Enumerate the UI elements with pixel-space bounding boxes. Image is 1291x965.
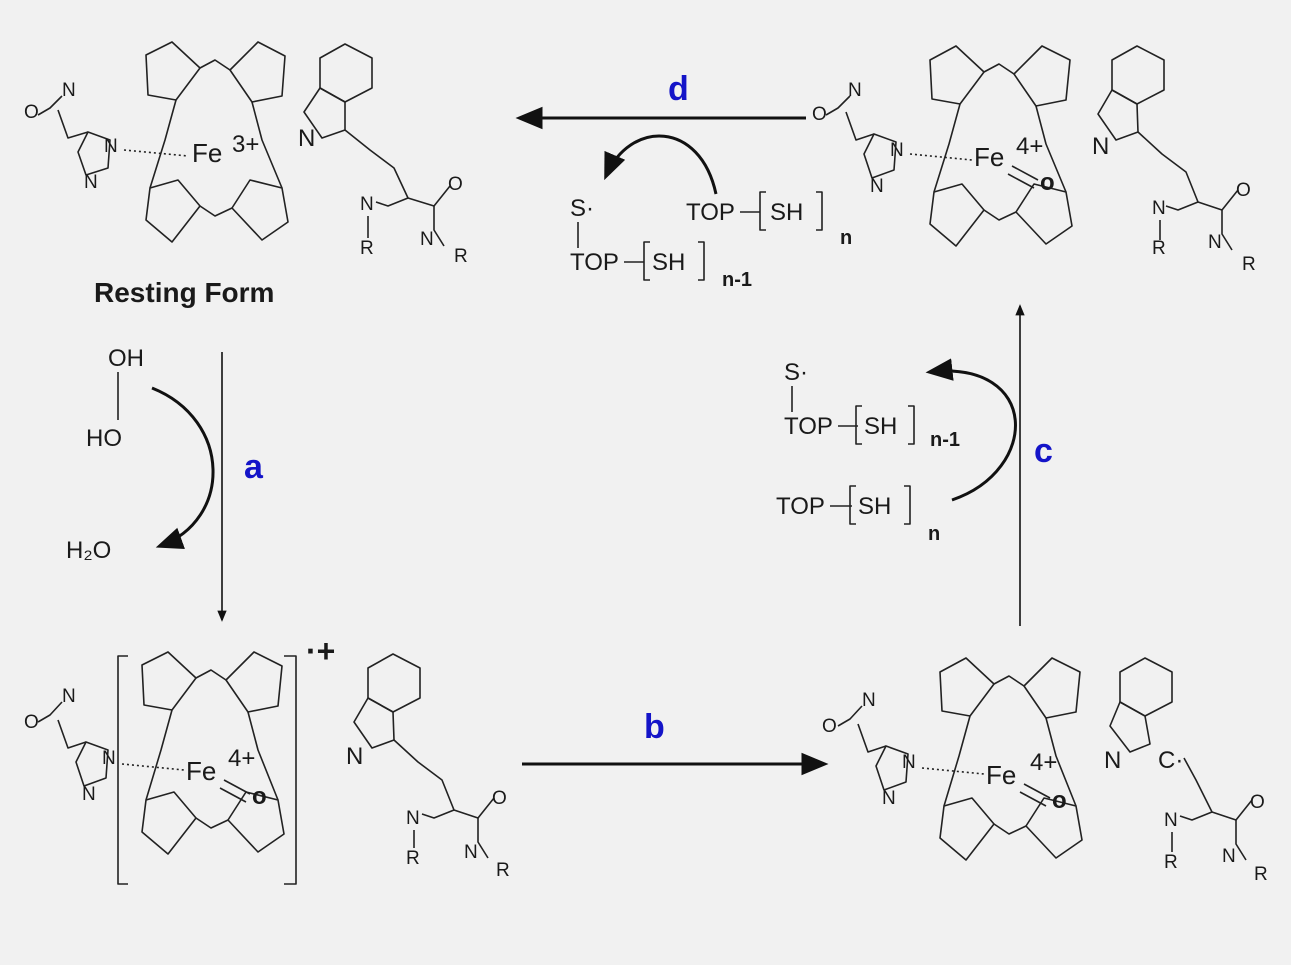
histidine-ligand: O N N N xyxy=(24,80,189,193)
oxidation-state: 3+ xyxy=(232,131,259,158)
reagent-sh: SH xyxy=(864,413,897,440)
reagent-sh: SH xyxy=(858,493,891,520)
atom-n: N xyxy=(298,125,315,152)
resting-form-title: Resting Form xyxy=(94,277,274,308)
atom-n: N xyxy=(902,752,916,773)
atom-n: N xyxy=(882,788,896,809)
atom-n: N xyxy=(104,136,118,157)
compound-ii-trp-radical-structure: O N N N Fe 4+ o N C· xyxy=(822,657,1268,885)
subscript-n-minus-1: n-1 xyxy=(722,269,752,291)
atom-n: N xyxy=(420,229,434,250)
porphyrin-ring: Fe 4+ o ·+ xyxy=(117,633,335,885)
atom-n: N xyxy=(62,686,76,707)
step-a: a OH HO H₂O xyxy=(66,345,264,622)
tryptophan: N O N R N R xyxy=(1092,45,1256,275)
histidine-ligand: O N N N xyxy=(812,80,973,197)
step-label-d: d xyxy=(668,70,689,108)
histidine-ligand: O N N N xyxy=(24,686,185,805)
step-b: b xyxy=(522,708,829,776)
reagent-top: TOP xyxy=(686,199,735,226)
oxidation-state: 4+ xyxy=(228,745,255,772)
atom-o: O xyxy=(24,712,39,733)
oxidation-state: 4+ xyxy=(1030,749,1057,776)
curved-arrow-d xyxy=(604,134,718,195)
atom-n: N xyxy=(464,842,478,863)
histidine-ligand: O N N N xyxy=(822,690,985,809)
atom-r: R xyxy=(1254,864,1268,885)
atom-n: N xyxy=(870,176,884,197)
atom-n: N xyxy=(84,172,98,193)
atom-n: N xyxy=(346,743,363,770)
atom-o: O xyxy=(1250,792,1265,813)
oxo-ligand: o xyxy=(252,783,267,810)
peroxide-ho: HO xyxy=(86,425,122,452)
step-d: d TOP SH n S· TOP SH n-1 xyxy=(515,70,852,291)
atom-n: N xyxy=(1104,747,1121,774)
oxo-ligand: o xyxy=(1040,169,1055,196)
porphyrin-ring: Fe 4+ o xyxy=(939,657,1083,861)
atom-n: N xyxy=(848,80,862,101)
atom-r: R xyxy=(406,848,420,869)
reagent-top: TOP xyxy=(784,413,833,440)
curved-arrow-c xyxy=(925,358,1017,502)
atom-r: R xyxy=(1164,852,1178,873)
atom-o: O xyxy=(1236,180,1251,201)
atom-r: R xyxy=(1242,254,1256,275)
porphyrin-ring: Fe 3+ xyxy=(145,41,289,243)
step-label-b: b xyxy=(644,708,665,746)
atom-n: N xyxy=(890,140,904,161)
tryptophan: N O N R N R xyxy=(346,653,510,881)
atom-n: N xyxy=(62,80,76,101)
atom-n: N xyxy=(1208,232,1222,253)
subscript-n: n xyxy=(928,523,940,545)
thiyl-radical: S· xyxy=(784,359,808,386)
curved-arrow-a xyxy=(151,386,215,549)
radical-cation-sign: ·+ xyxy=(306,633,335,669)
iron-center: Fe xyxy=(974,142,1004,172)
atom-o: O xyxy=(822,716,837,737)
atom-o: O xyxy=(448,174,463,195)
atom-r: R xyxy=(496,860,510,881)
compound-ii-structure: O N N N Fe 4+ o N O xyxy=(812,45,1256,275)
atom-r: R xyxy=(454,246,468,267)
atom-n: N xyxy=(406,808,420,829)
atom-n: N xyxy=(360,194,374,215)
thiyl-radical: S· xyxy=(570,195,594,222)
atom-n: N xyxy=(1092,133,1109,160)
atom-o: O xyxy=(492,788,507,809)
iron-center: Fe xyxy=(986,760,1016,790)
atom-r: R xyxy=(1152,238,1166,259)
atom-o: O xyxy=(24,102,39,123)
peroxide-oh: OH xyxy=(108,345,144,372)
atom-n: N xyxy=(1164,810,1178,831)
atom-o: O xyxy=(812,104,827,125)
atom-r: R xyxy=(360,238,374,259)
step-label-c: c xyxy=(1034,432,1053,470)
reagent-sh: SH xyxy=(770,199,803,226)
carbon-radical: C· xyxy=(1158,747,1183,774)
subscript-n-minus-1: n-1 xyxy=(930,429,960,451)
water: H₂O xyxy=(66,537,111,564)
atom-n: N xyxy=(862,690,876,711)
reagent-sh: SH xyxy=(652,249,685,276)
atom-n: N xyxy=(1152,198,1166,219)
step-c: c S· TOP SH n-1 TOP SH n xyxy=(776,304,1053,626)
atom-n: N xyxy=(1222,846,1236,867)
tryptophan: N O N R N R xyxy=(298,43,468,267)
porphyrin-ring: Fe 4+ o xyxy=(929,45,1073,247)
oxidation-state: 4+ xyxy=(1016,133,1043,160)
atom-n: N xyxy=(82,784,96,805)
tryptophan-radical: N C· O N R N R xyxy=(1104,657,1268,885)
reagent-top: TOP xyxy=(776,493,825,520)
subscript-n: n xyxy=(840,227,852,249)
atom-n: N xyxy=(102,748,116,769)
step-label-a: a xyxy=(244,448,264,486)
compound-i-structure: O N N N Fe 4+ o ·+ xyxy=(24,633,510,885)
oxo-ligand: o xyxy=(1052,787,1067,814)
iron-center: Fe xyxy=(192,138,222,168)
resting-form-structure: O N N N Fe 3+ N O N xyxy=(24,41,468,308)
reagent-top: TOP xyxy=(570,249,619,276)
iron-center: Fe xyxy=(186,756,216,786)
